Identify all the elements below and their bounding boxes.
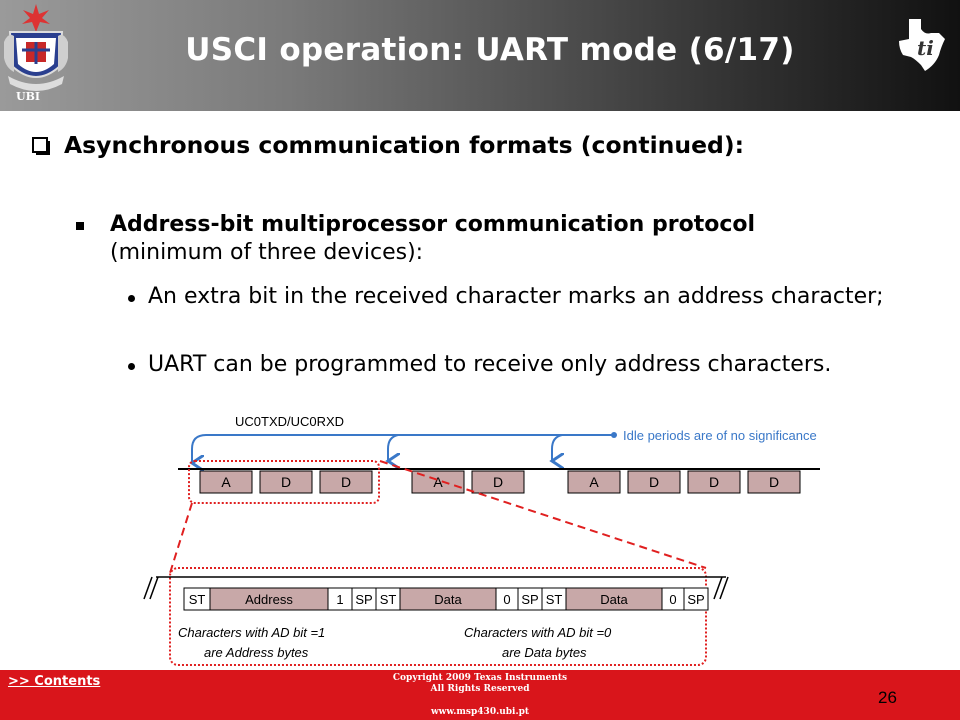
bullet-level1-text: Asynchronous communication formats (cont… <box>64 131 744 159</box>
texas-instruments-logo-icon: ti <box>899 19 945 71</box>
field-label: SP <box>355 592 372 607</box>
field-label: ST <box>189 592 206 607</box>
bullet-level3-item: UART can be programmed to receive only a… <box>128 350 918 379</box>
footer-url: www.msp430.ubi.pt <box>430 707 530 717</box>
page-number: 26 <box>878 688 897 707</box>
dot-bullet-icon <box>128 295 135 302</box>
bullet-level1: Asynchronous communication formats (cont… <box>32 131 744 159</box>
bullet-level2: Address-bit multiprocessor communication… <box>76 211 916 267</box>
field-label: ST <box>380 592 397 607</box>
frame-label: D <box>281 474 291 490</box>
bullet-level2-rest: (minimum of three devices): <box>110 240 424 265</box>
address-bit-protocol-diagram: UC0TXD/UC0RXD Idle periods are of no sig… <box>143 414 820 666</box>
frame-label: D <box>709 474 719 490</box>
frame-label: A <box>433 474 443 490</box>
slide-footer: >> Contents Copyright 2009 Texas Instrum… <box>0 670 960 720</box>
frame-label: A <box>589 474 599 490</box>
field-label: 0 <box>669 592 676 607</box>
copyright-text: Copyright 2009 Texas Instruments All Rig… <box>330 673 630 695</box>
field-label: Data <box>434 592 462 607</box>
slide-header: UBI USCI operation: UART mode (6/17) ti <box>0 0 960 111</box>
frame-label: D <box>493 474 503 490</box>
caption-right-line2: are Data bytes <box>502 645 587 660</box>
caption-left-line1: Characters with AD bit =1 <box>178 625 325 640</box>
field-label: SP <box>521 592 538 607</box>
field-label: Address <box>245 592 293 607</box>
svg-text:ti: ti <box>917 36 934 60</box>
field-label: 0 <box>503 592 510 607</box>
bullet-level2-bold: Address-bit multiprocessor communication… <box>110 212 756 237</box>
bullet-level3-text: An extra bit in the received character m… <box>148 284 884 309</box>
dot-bullet-icon <box>128 363 135 370</box>
field-label: SP <box>687 592 704 607</box>
signal-label: UC0TXD/UC0RXD <box>235 414 344 429</box>
ubi-crest-icon <box>4 4 68 91</box>
frame-label: A <box>221 474 231 490</box>
contents-link[interactable]: >> Contents <box>8 674 101 689</box>
field-label: Data <box>600 592 628 607</box>
ubi-logo-text: UBI <box>16 90 41 103</box>
frame-label: D <box>649 474 659 490</box>
field-label: 1 <box>336 592 343 607</box>
slide-title: USCI operation: UART mode (6/17) <box>185 32 795 68</box>
field-label: ST <box>546 592 563 607</box>
zoom-field-row: ST Address 1 SP ST Data 0 SP ST Data 0 S… <box>183 587 709 611</box>
frame-group: A D D A D A D D D <box>199 470 801 494</box>
bullet-level3-text: UART can be programmed to receive only a… <box>148 352 832 377</box>
square-bullet-icon <box>76 222 84 230</box>
frame-label: D <box>341 474 351 490</box>
caption-right-line1: Characters with AD bit =0 <box>464 625 612 640</box>
copyright-line2: All Rights Reserved <box>430 684 530 694</box>
copyright-line1: Copyright 2009 Texas Instruments <box>392 673 568 683</box>
idle-note: Idle periods are of no significance <box>623 428 817 443</box>
bullet-level3-item: An extra bit in the received character m… <box>128 282 918 311</box>
checkbox-bullet-icon <box>32 137 50 155</box>
frame-label: D <box>769 474 779 490</box>
caption-left-line2: are Address bytes <box>204 645 309 660</box>
